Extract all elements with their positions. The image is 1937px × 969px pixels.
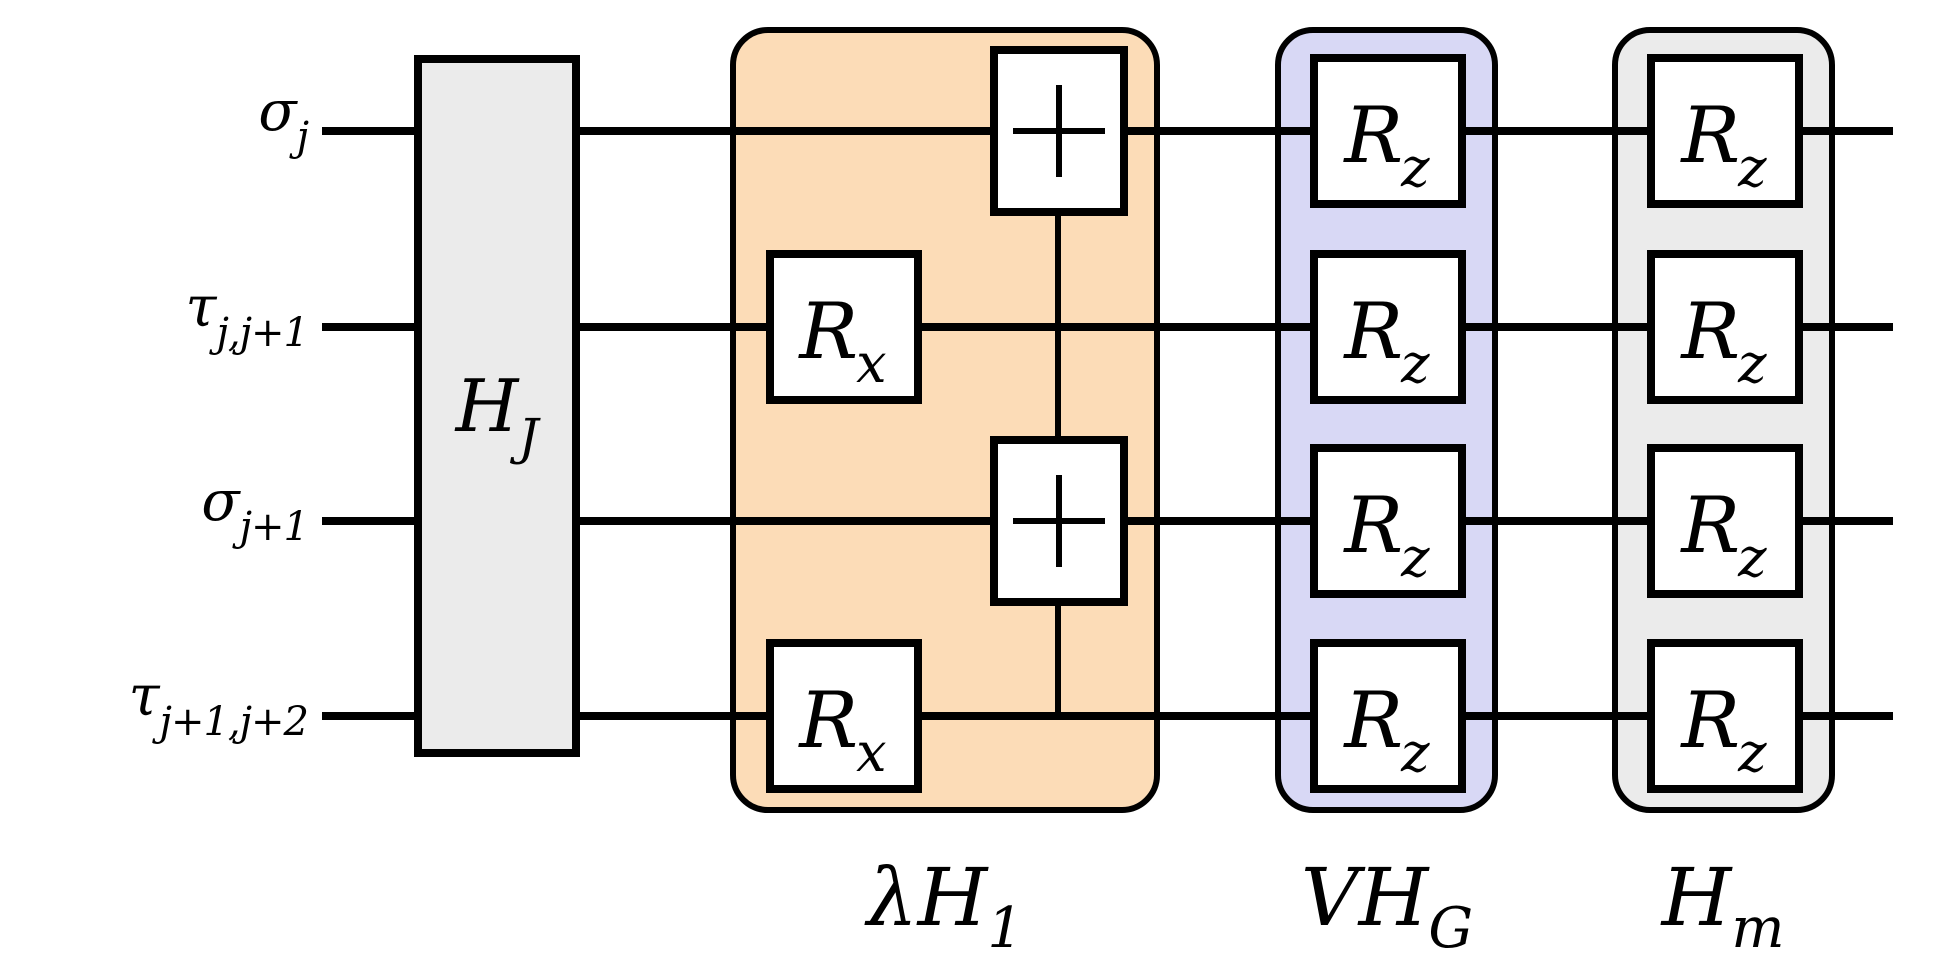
gate-label-sub: z xyxy=(1401,526,1430,590)
gate-label-main: R xyxy=(1344,91,1404,181)
gate-rz-hm-wire2: Rz xyxy=(1647,250,1803,404)
gate-label-main: R xyxy=(799,287,859,377)
gate-label-sub: J xyxy=(518,407,539,466)
gate-label-sub: z xyxy=(1738,332,1767,396)
group-label-sub: 1 xyxy=(987,896,1024,962)
plus-icon xyxy=(1013,85,1105,177)
qubit-label-tau-j1-j2: τj+1,j+2 xyxy=(129,669,309,743)
gate-rx-wire2: Rx xyxy=(766,250,922,404)
gate-cnot-target-wire3 xyxy=(990,436,1128,606)
gate-rz-label: Rz xyxy=(1681,87,1768,195)
gate-label-sub: x xyxy=(856,332,887,396)
gate-rz-vhg-wire1: Rz xyxy=(1310,54,1466,208)
gate-label-main: R xyxy=(1681,676,1741,766)
gate-label-sub: z xyxy=(1738,136,1767,200)
qubit-label-main: σ xyxy=(258,79,297,144)
gate-rz-label: Rz xyxy=(1344,672,1431,780)
gate-label-sub: z xyxy=(1738,526,1767,590)
gate-rx-label: Rx xyxy=(799,672,888,780)
gate-rz-label: Rz xyxy=(1681,283,1768,391)
gate-label-main: R xyxy=(1344,676,1404,766)
gate-rz-hm-wire4: Rz xyxy=(1647,639,1803,793)
gate-label-main: R xyxy=(1344,481,1404,571)
gate-rz-label: Rz xyxy=(1681,672,1768,780)
qubit-label-main: τ xyxy=(185,275,217,340)
group-label-hm: Hm xyxy=(1662,858,1785,957)
gate-rz-hm-wire1: Rz xyxy=(1647,54,1803,208)
gate-label-sub: z xyxy=(1401,721,1430,785)
wire-tau-j-j1 xyxy=(322,323,1893,331)
plus-icon-vertical-bar xyxy=(1056,85,1062,177)
gate-rx-label: Rx xyxy=(799,283,888,391)
gate-label-sub: z xyxy=(1401,136,1430,200)
gate-hj-label: HJ xyxy=(456,370,539,462)
group-label-main: λH xyxy=(866,851,988,944)
group-label-sub: m xyxy=(1731,896,1785,962)
gate-rz-label: Rz xyxy=(1344,477,1431,585)
gate-label-sub: x xyxy=(856,721,887,785)
gate-rz-vhg-wire3: Rz xyxy=(1310,444,1466,598)
qubit-label-sub: j,j+1 xyxy=(216,310,309,356)
gate-label-main: R xyxy=(1344,287,1404,377)
gate-label-sub: z xyxy=(1401,332,1430,396)
gate-label-main: R xyxy=(1681,91,1741,181)
gate-rz-label: Rz xyxy=(1344,283,1431,391)
qubit-label-sub: j+1 xyxy=(239,504,309,550)
qubit-label-tau-j-j1: τj,j+1 xyxy=(186,280,309,354)
gate-rz-vhg-wire4: Rz xyxy=(1310,639,1466,793)
group-label-main: VH xyxy=(1300,851,1429,944)
wire-tau-j1-j2 xyxy=(322,712,1893,720)
group-label-vhg: VHG xyxy=(1301,858,1473,957)
qubit-label-sigma-j: σj xyxy=(258,84,309,158)
gate-label-main: R xyxy=(1681,287,1741,377)
qubit-label-main: σ xyxy=(201,469,240,534)
gate-label-main: R xyxy=(1681,481,1741,571)
gate-label-sub: z xyxy=(1738,721,1767,785)
qubit-label-sub: j+1,j+2 xyxy=(159,699,309,745)
qubit-label-main: τ xyxy=(128,664,160,729)
gate-label-main: H xyxy=(455,364,519,448)
gate-rz-hm-wire3: Rz xyxy=(1647,444,1803,598)
gate-hj: HJ xyxy=(414,55,580,757)
group-label-sub: G xyxy=(1428,896,1474,962)
gate-rz-vhg-wire2: Rz xyxy=(1310,250,1466,404)
gate-cnot-target-wire1 xyxy=(990,46,1128,216)
gate-rx-wire4: Rx xyxy=(766,639,922,793)
plus-icon xyxy=(1013,475,1105,567)
group-label-main: H xyxy=(1661,851,1732,944)
gate-rz-label: Rz xyxy=(1681,477,1768,585)
gate-label-main: R xyxy=(799,676,859,766)
group-label-lambda-h1: λH1 xyxy=(867,858,1023,957)
plus-icon-vertical-bar xyxy=(1056,475,1062,567)
qubit-label-sigma-j1: σj+1 xyxy=(201,474,309,548)
qubit-label-sub: j xyxy=(296,114,309,160)
gate-rz-label: Rz xyxy=(1344,87,1431,195)
